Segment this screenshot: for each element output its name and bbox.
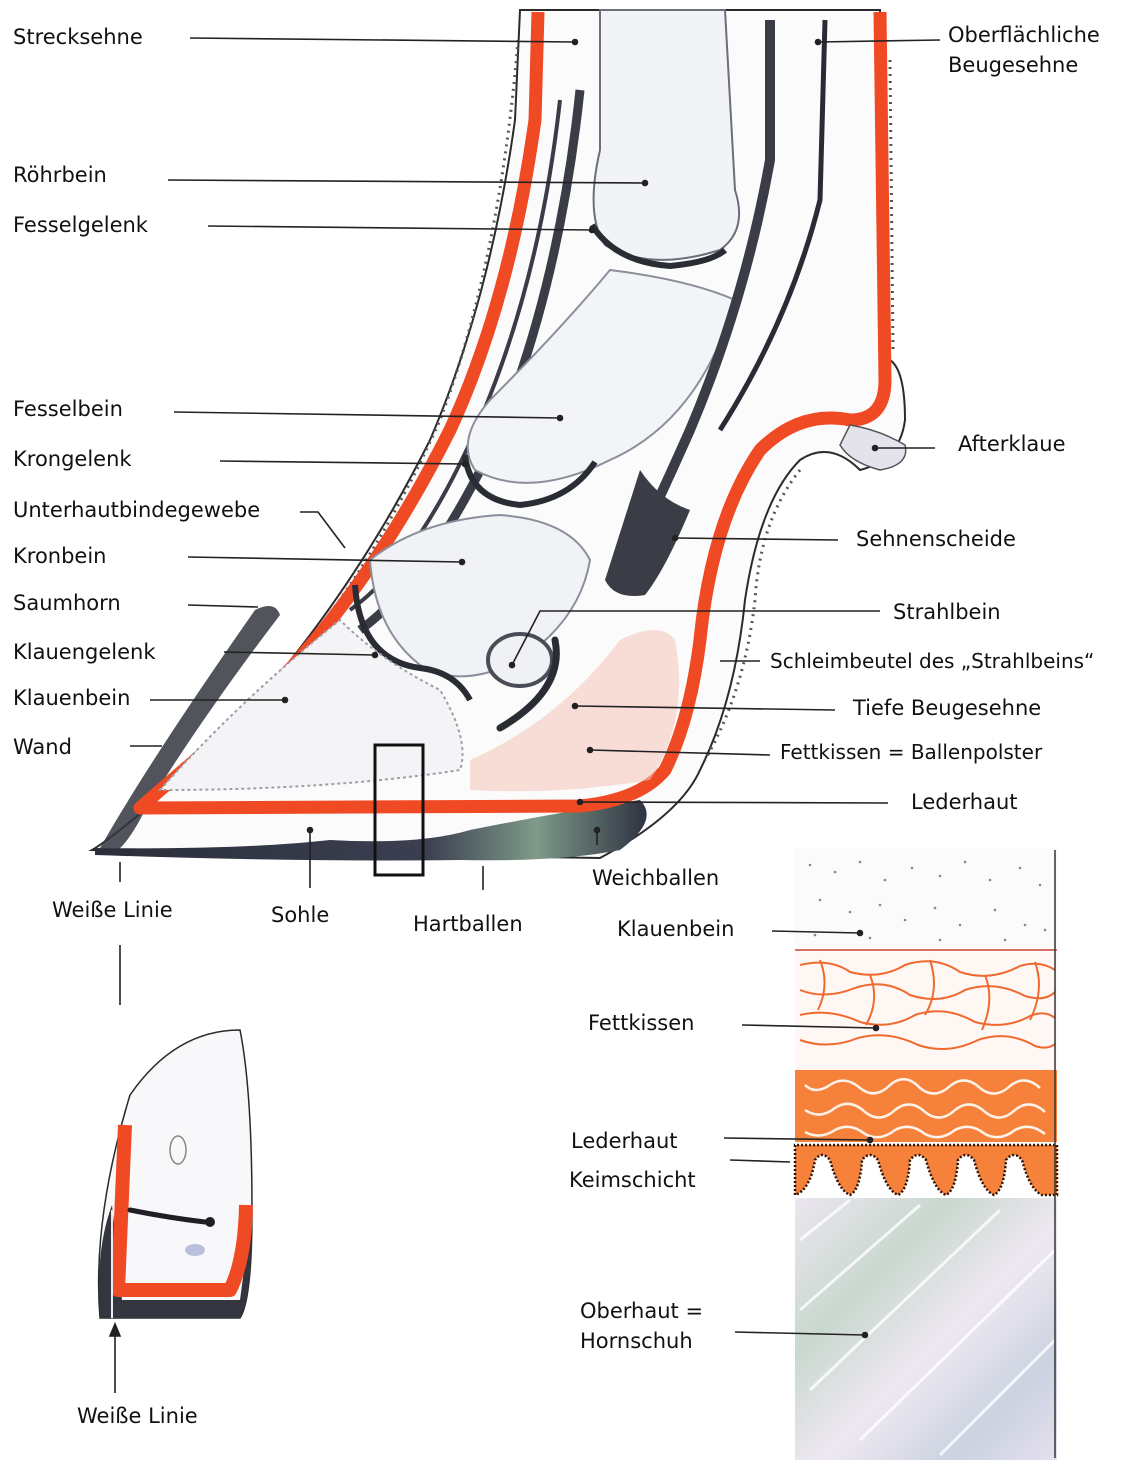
label-strahlbein: Strahlbein <box>893 599 1001 625</box>
detail-label-oberhaut: Oberhaut = Hornschuh <box>580 1296 703 1356</box>
tissue-detail <box>724 848 1057 1460</box>
label-hartballen: Hartballen <box>413 911 523 937</box>
detail-horn-layer <box>795 1198 1057 1460</box>
label-fettkissen-ballenpolster: Fettkissen = Ballenpolster <box>780 739 1042 765</box>
label-oberflaechliche-beugesehne: Oberflächliche Beugesehne <box>948 20 1100 80</box>
label-weisse-linie: Weiße Linie <box>52 897 173 923</box>
label-kronbein: Kronbein <box>13 543 107 569</box>
label-weichballen: Weichballen <box>592 865 719 891</box>
cross-section-label: Weiße Linie <box>77 1403 198 1429</box>
cannon-bone <box>594 10 740 260</box>
detail-label-fettkissen: Fettkissen <box>588 1010 694 1036</box>
label-saumhorn: Saumhorn <box>13 590 121 616</box>
label-afterklaue: Afterklaue <box>958 431 1066 457</box>
label-fesselgelenk: Fesselgelenk <box>13 212 148 238</box>
label-schleimbeutel: Schleimbeutel des „Strahlbeins“ <box>770 648 1094 674</box>
label-strecksehne: Strecksehne <box>13 24 143 50</box>
label-krongelenk: Krongelenk <box>13 446 132 472</box>
detail-label-lederhaut: Lederhaut <box>571 1128 678 1154</box>
label-fesselbein: Fesselbein <box>13 396 123 422</box>
label-unterhautbindegewebe: Unterhautbindegewebe <box>13 497 260 523</box>
cross-section-spot <box>185 1244 205 1256</box>
label-wand: Wand <box>13 734 72 760</box>
navicular-bone <box>488 634 552 686</box>
label-klauengelenk: Klauengelenk <box>13 639 156 665</box>
detail-fat-layer <box>795 952 1057 1070</box>
detail-label-keimschicht: Keimschicht <box>569 1167 696 1193</box>
label-sehnenscheide: Sehnenscheide <box>856 526 1016 552</box>
label-klauenbein: Klauenbein <box>13 685 130 711</box>
detail-label-klauenbein: Klauenbein <box>617 916 734 942</box>
cross-section <box>99 1030 252 1318</box>
cross-section-dot <box>205 1217 215 1227</box>
label-lederhaut: Lederhaut <box>911 789 1018 815</box>
label-roehrbein: Röhrbein <box>13 162 107 188</box>
detail-germinal-layer <box>795 1145 1057 1195</box>
label-sohle: Sohle <box>271 902 329 928</box>
label-tiefe-beugesehne: Tiefe Beugesehne <box>853 695 1041 721</box>
